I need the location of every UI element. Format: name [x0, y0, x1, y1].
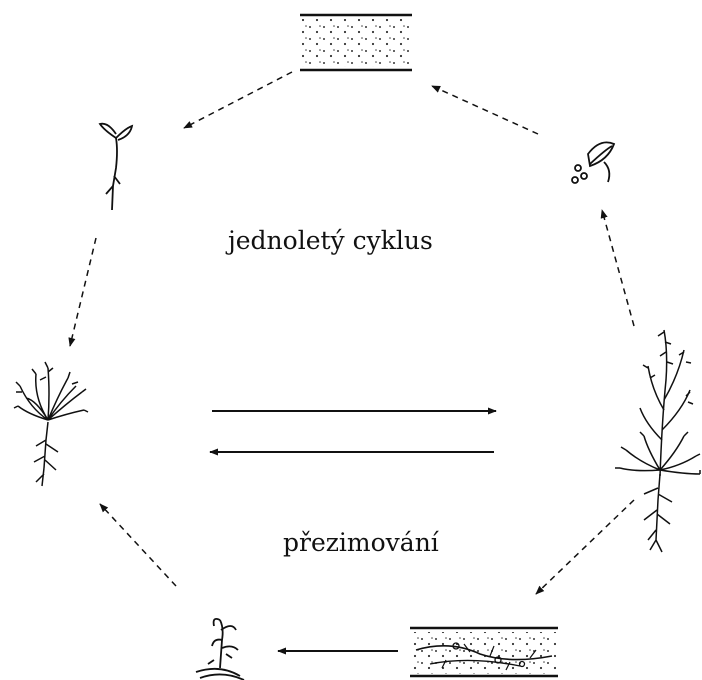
resprouting-shoot-icon — [196, 619, 244, 680]
arrow-flowering-to-rhizome — [536, 500, 634, 594]
annual-cycle-label: jednoletý cyklus — [228, 226, 433, 255]
arrow-shoot-to-rosette — [100, 504, 176, 586]
seed-pod-icon — [572, 142, 614, 183]
arrow-seedling-to-rosette — [70, 238, 96, 346]
rosette-plant-icon — [14, 362, 88, 486]
arrow-soil-to-seedling — [184, 72, 292, 128]
arrow-flowering-to-pod — [602, 210, 634, 326]
soil-rhizome-layer-icon — [410, 628, 558, 676]
seedling-icon — [100, 124, 132, 210]
flowering-plant-icon — [615, 330, 700, 552]
arrow-pod-to-soil — [432, 86, 538, 134]
overwintering-label: přezimování — [283, 528, 439, 557]
soil-seed-layer-icon — [300, 15, 412, 70]
annual-cycle-arrows — [70, 72, 634, 594]
